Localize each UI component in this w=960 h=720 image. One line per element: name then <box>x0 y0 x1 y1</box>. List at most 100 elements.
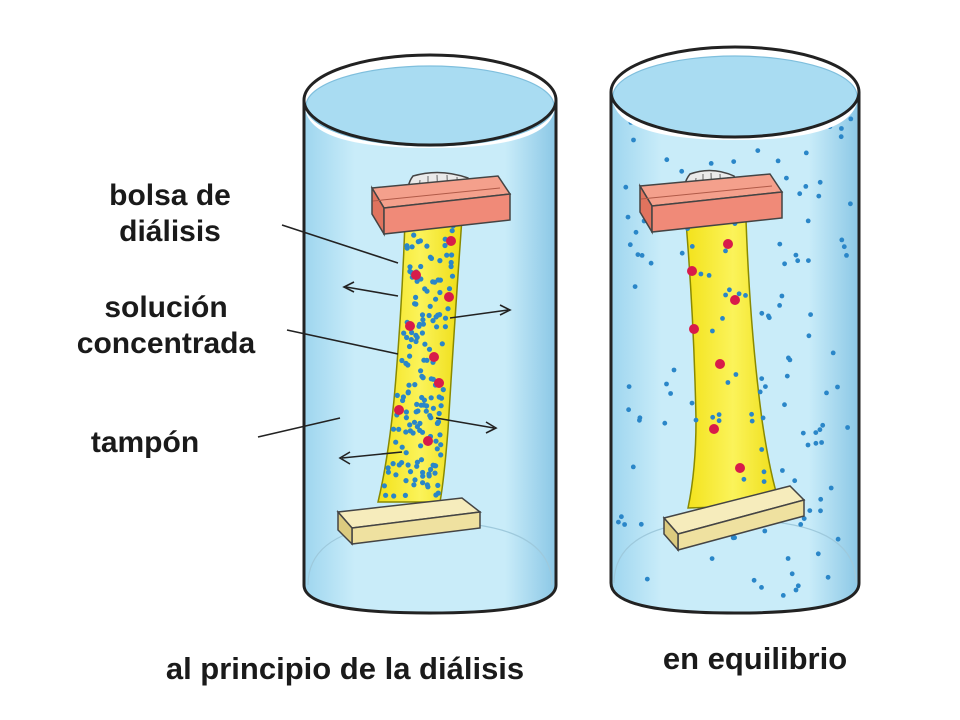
small-molecule <box>795 258 801 264</box>
small-molecule <box>848 116 854 122</box>
small-molecule <box>825 574 831 580</box>
small-molecule <box>710 414 716 420</box>
small-molecule <box>403 450 409 456</box>
small-molecule <box>403 415 409 421</box>
small-molecule <box>759 447 765 452</box>
small-molecule <box>797 191 803 197</box>
small-molecule <box>616 519 621 525</box>
small-molecule <box>749 418 755 424</box>
small-molecule <box>407 422 413 428</box>
small-molecule <box>689 400 695 406</box>
small-molecule <box>800 430 806 436</box>
small-molecule <box>418 263 424 270</box>
small-molecule <box>437 432 443 438</box>
small-molecule <box>807 508 813 513</box>
small-molecule <box>430 405 436 411</box>
large-molecule <box>689 324 699 334</box>
small-molecule <box>792 478 798 484</box>
small-molecule <box>423 408 429 414</box>
small-molecule <box>399 357 405 364</box>
small-molecule <box>403 478 409 484</box>
small-molecule <box>751 577 757 583</box>
small-molecule <box>418 443 424 449</box>
small-molecule <box>741 476 747 482</box>
small-molecule <box>679 250 685 256</box>
small-molecule <box>698 271 704 277</box>
small-molecule <box>813 430 819 435</box>
small-molecule <box>412 382 418 388</box>
small-molecule <box>638 521 644 527</box>
small-molecule <box>438 452 444 458</box>
small-molecule <box>424 482 430 488</box>
large-molecule <box>394 405 404 415</box>
small-molecule <box>761 469 767 475</box>
large-molecule <box>715 359 725 369</box>
small-molecule <box>824 390 829 396</box>
small-molecule <box>449 252 455 258</box>
small-molecule <box>789 571 795 577</box>
bottom-clamp <box>662 485 806 552</box>
small-molecule <box>761 479 767 484</box>
small-molecule <box>418 368 424 374</box>
small-molecule <box>427 254 433 260</box>
small-molecule <box>798 522 804 527</box>
small-molecule <box>426 346 433 352</box>
small-molecule <box>394 392 400 398</box>
small-molecule <box>844 253 849 258</box>
small-molecule <box>664 381 669 387</box>
small-molecule <box>435 312 441 318</box>
large-molecule <box>411 270 421 280</box>
label-dialysis-bag: bolsa de diálisis <box>80 178 260 250</box>
small-molecule <box>648 260 654 266</box>
small-molecule <box>405 390 411 396</box>
small-molecule <box>417 321 423 327</box>
small-molecule <box>421 357 427 363</box>
small-molecule <box>414 401 420 407</box>
small-molecule <box>396 426 402 432</box>
small-molecule <box>716 412 722 417</box>
small-molecule <box>730 535 736 541</box>
small-molecule <box>426 312 432 319</box>
small-molecule <box>433 296 439 302</box>
large-molecule <box>735 463 745 473</box>
small-molecule <box>405 462 411 468</box>
label-pointers <box>257 224 399 438</box>
small-molecule <box>428 395 434 401</box>
small-molecule <box>406 382 412 388</box>
large-molecules-inside <box>687 239 745 473</box>
small-molecule <box>803 150 809 156</box>
small-molecule <box>412 477 418 483</box>
diffusion-arrows <box>338 281 512 465</box>
label-buffer: tampón <box>90 426 200 459</box>
small-molecule <box>403 409 409 415</box>
label-solution-line2: concentrada <box>76 327 256 360</box>
small-molecule <box>414 459 420 465</box>
small-molecule <box>835 384 840 390</box>
small-molecule <box>442 242 448 249</box>
large-molecule <box>434 378 444 388</box>
small-molecule <box>838 134 844 140</box>
small-molecule <box>448 263 454 270</box>
small-molecule <box>436 410 442 417</box>
small-molecule <box>413 338 419 345</box>
small-molecule <box>630 464 636 470</box>
small-molecule <box>407 469 414 475</box>
small-molecule <box>619 514 624 520</box>
small-molecule <box>632 284 638 289</box>
small-molecule <box>449 228 455 234</box>
small-molecule <box>411 419 418 425</box>
small-molecule <box>759 376 765 381</box>
small-molecule <box>430 318 436 324</box>
beaker-equilibrium <box>609 45 861 615</box>
small-molecule <box>777 241 783 247</box>
small-molecule <box>448 259 454 266</box>
small-molecule <box>419 312 426 318</box>
small-molecule <box>710 328 715 334</box>
small-molecule <box>420 321 426 327</box>
small-molecule <box>762 528 768 534</box>
small-molecule <box>406 343 413 350</box>
small-molecule <box>625 214 631 220</box>
small-molecule <box>736 291 742 297</box>
small-molecule <box>434 446 440 452</box>
small-molecule <box>432 470 438 476</box>
